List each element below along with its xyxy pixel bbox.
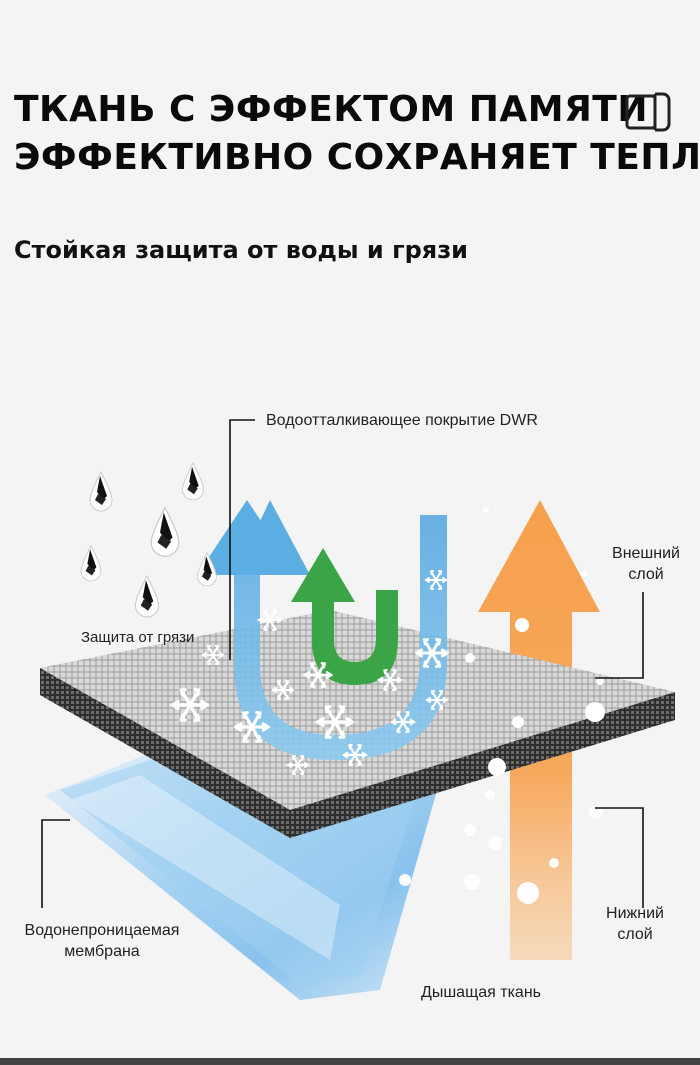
outer-fabric-layer	[40, 610, 675, 838]
label-inner-layer-line-1: Нижний	[606, 905, 664, 922]
label-outer-layer: Внешний слой	[606, 543, 686, 585]
headline: ТКАНЬ С ЭФФЕКТОМ ПАМЯТИ ЭФФЕКТИВНО СОХРА…	[14, 86, 700, 182]
air-bubbles	[399, 507, 605, 904]
document-roll-icon	[625, 92, 671, 132]
label-inner-layer: Нижний слой	[595, 903, 675, 945]
bottom-divider	[0, 1058, 700, 1065]
headline-line-1: ТКАНЬ С ЭФФЕКТОМ ПАМЯТИ	[14, 89, 648, 130]
label-dwr-coating: Водоотталкивающее покрытие DWR	[266, 412, 538, 429]
label-membrane-line-1: Водонепроницаемая	[24, 922, 180, 939]
label-outer-layer-line-1: Внешний	[612, 545, 680, 562]
water-repel-arrow	[197, 500, 447, 760]
dirt-drop-icon	[80, 462, 217, 618]
headline-line-2: ЭФФЕКТИВНО СОХРАНЯЕТ ТЕПЛО	[14, 137, 700, 178]
label-breathable-fabric: Дышащая ткань	[421, 984, 541, 1001]
label-membrane: Водонепроницаемая мембрана	[12, 920, 192, 962]
label-inner-layer-line-2: слой	[617, 926, 653, 943]
leader-lines	[41, 419, 644, 908]
label-dirt-protection: Защита от грязи	[81, 629, 195, 646]
label-outer-layer-line-2: слой	[628, 566, 664, 583]
label-membrane-line-2: мембрана	[64, 943, 140, 960]
dirt-repel-arrow	[291, 548, 398, 685]
subtitle: Стойкая защита от воды и грязи	[14, 236, 468, 264]
